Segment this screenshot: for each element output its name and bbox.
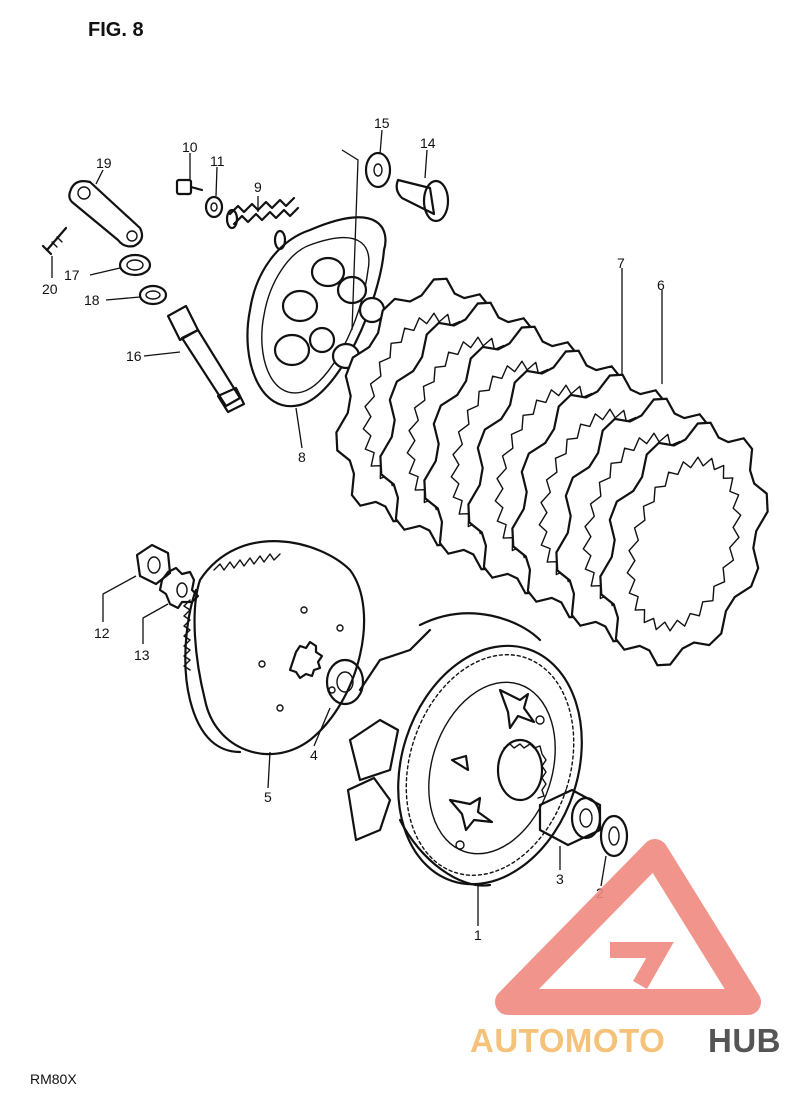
label-part-5: 5 [264,789,272,805]
part-2-washer [599,814,629,858]
label-part-10: 10 [182,139,198,155]
leader-lines [51,129,663,926]
label-part-15: 15 [374,115,390,131]
label-part-1: 1 [474,927,482,943]
label-part-16: 16 [126,348,142,364]
label-part-3: 3 [556,871,564,887]
label-part-8: 8 [298,449,306,465]
watermark-logo [495,839,761,1015]
part-10-screw [175,178,204,196]
label-part-12: 12 [94,625,110,641]
part-3-spacer [538,788,602,847]
label-part-14: 14 [420,135,436,151]
label-part-18: 18 [84,292,100,308]
label-part-20: 20 [42,281,58,297]
figure-title: FIG. 8 [88,19,144,41]
part-17-seal [118,253,152,277]
part-8-pressure-plate [246,216,387,408]
part-6-7-clutch-plates [335,277,769,667]
part-12-nut [135,543,172,586]
part-15-washer [364,151,392,189]
part-1-clutch-housing [346,612,583,887]
clutch-plate-outer [599,421,769,667]
part-19-lever [68,180,144,248]
part-18-oring [138,284,168,306]
part-14-pin [395,178,450,223]
part-11-washer [204,195,224,219]
clutch-plate-inner [626,456,742,632]
model-code: RM80X [30,1071,77,1087]
label-part-13: 13 [134,647,150,663]
label-part-7: 7 [617,255,625,271]
watermark-brand-part2: HUB [708,1022,781,1059]
part-5-sleeve-hub [183,540,366,756]
label-part-11: 11 [210,153,225,169]
label-part-4: 4 [310,747,318,763]
label-part-6: 6 [657,277,665,293]
part-4-thrust-washer [325,658,365,706]
part-16-pushrod [166,304,246,414]
part-20-bolt [41,226,68,256]
label-part-19: 19 [96,155,112,171]
label-part-17: 17 [64,267,80,283]
label-part-9: 9 [254,179,262,195]
watermark-brand-part1: AUTOMOTO [470,1022,665,1059]
part-9-spring [225,196,300,251]
